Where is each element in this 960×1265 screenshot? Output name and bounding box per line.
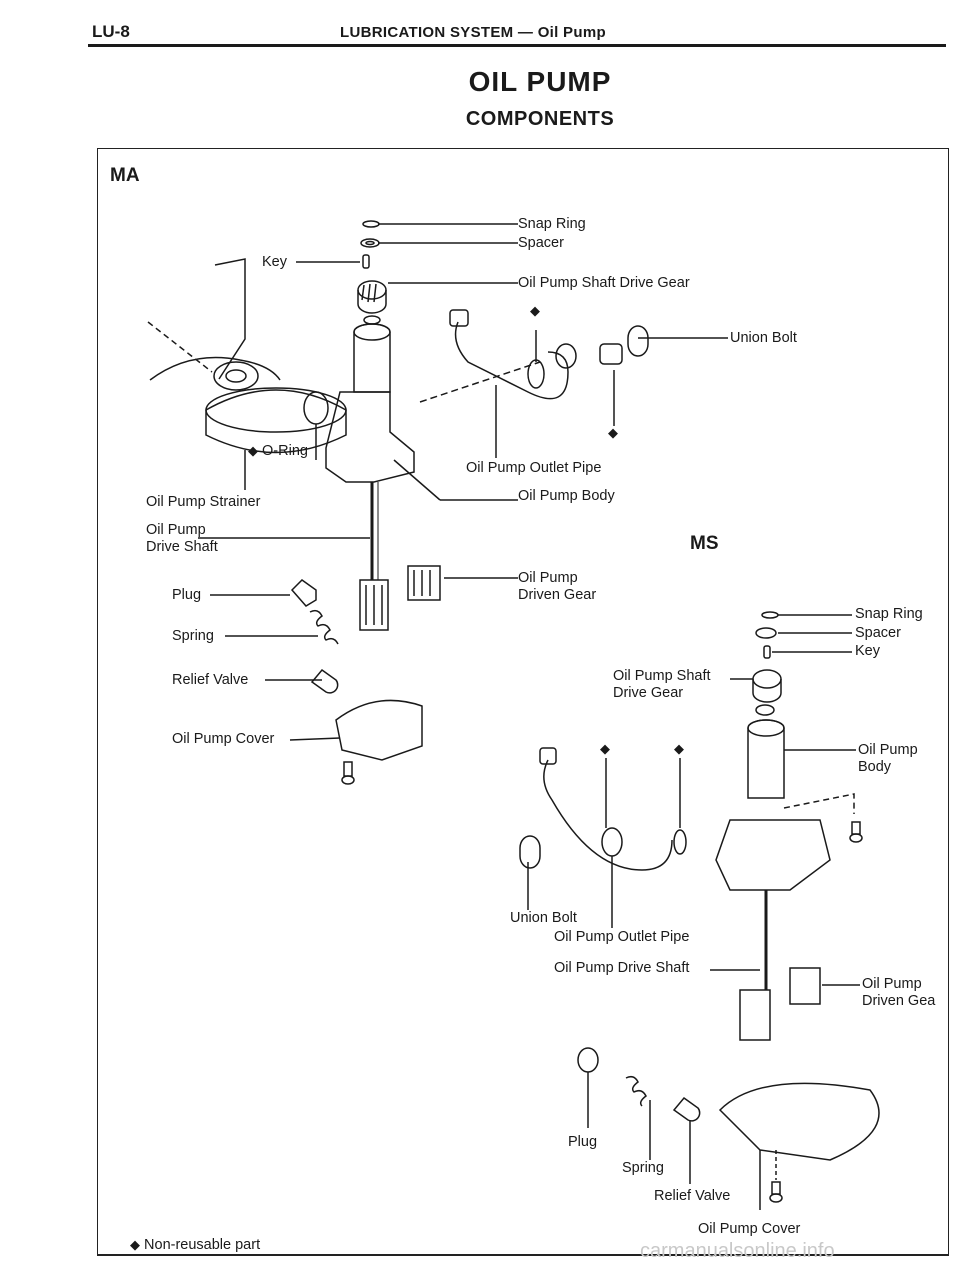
- ms-spring-label: Spring: [622, 1160, 664, 1176]
- ms-spacer-label: Spacer: [855, 625, 901, 641]
- ms-driven-gear-label-1: Oil Pump: [862, 976, 922, 992]
- ma-driven-gear-shape: [407, 565, 441, 601]
- nonreusable-icon: ◆: [130, 1237, 140, 1252]
- section-ms-label: MS: [690, 533, 719, 554]
- ma-gear-1: [359, 579, 389, 631]
- ms-body-upper: [747, 719, 785, 799]
- watermark: carmanualsonline.info: [640, 1240, 835, 1262]
- page-title: OIL PUMP: [468, 66, 612, 97]
- ms-outlet-pipe-shape: [543, 759, 673, 871]
- ma-union-bolt-label: Union Bolt: [730, 330, 797, 346]
- ms-key-shape: [763, 645, 771, 659]
- ma-key-label: Key: [262, 254, 287, 270]
- ma-driven-gear-label-2: Driven Gear: [518, 587, 597, 603]
- ms-outlet-pipe-label: Oil Pump Outlet Pipe: [554, 929, 690, 945]
- ma-outlet-pipe-label: Oil Pump Outlet Pipe: [466, 460, 602, 476]
- ma-union-bolt-shape: [627, 325, 649, 357]
- section-heading: LUBRICATION SYSTEM — Oil Pump: [340, 24, 606, 41]
- ma-snap-ring-label: Snap Ring: [518, 216, 586, 232]
- ma-key-shape: [362, 254, 370, 269]
- ma-cover-shape: [335, 699, 423, 761]
- ma-nonreusable-marker-2: ◆: [608, 425, 618, 440]
- ms-body-lower: [715, 819, 831, 891]
- ma-spacer-label: Spacer: [518, 235, 564, 251]
- ms-body-label-2: Body: [858, 759, 892, 775]
- legend-text: Non-reusable part: [144, 1237, 261, 1253]
- ms-gear-1: [739, 989, 771, 1041]
- ma-strainer-bracket: [214, 258, 246, 380]
- ms-spacer-shape: [755, 627, 777, 639]
- ms-union-bolt-shape: [519, 835, 541, 869]
- ms-snap-ring-label: Snap Ring: [855, 606, 923, 622]
- ma-plug-shape: [290, 579, 317, 607]
- ma-strainer-shape: [205, 389, 347, 454]
- ma-drive-shaft-label-1: Oil Pump: [146, 522, 206, 538]
- ma-spring-shape: [309, 609, 339, 645]
- ma-o-ring-text: O-Ring: [262, 443, 308, 459]
- ma-drive-shaft-label-2: Drive Shaft: [146, 539, 218, 555]
- diagram-frame: [97, 148, 949, 1256]
- ms-drive-gear-label-1: Oil Pump Shaft: [613, 668, 711, 684]
- ms-body-label-1: Oil Pump: [858, 742, 918, 758]
- ma-body-upper: [353, 323, 391, 393]
- ms-key-label: Key: [855, 643, 880, 659]
- section-ma-label: MA: [110, 165, 140, 186]
- ma-spring-label: Spring: [172, 628, 214, 644]
- ma-body-label: Oil Pump Body: [518, 488, 615, 504]
- ma-strainer-label: Oil Pump Strainer: [146, 494, 261, 510]
- ma-nonreusable-marker-1: ◆: [530, 303, 540, 318]
- ma-outlet-pipe-shape: [454, 321, 569, 400]
- ms-drive-gear-shape: [752, 669, 782, 689]
- header-rule: [88, 44, 946, 47]
- ms-relief-valve-label: Relief Valve: [654, 1188, 731, 1204]
- ma-relief-valve-shape: [310, 668, 339, 694]
- ma-drive-gear-label: Oil Pump Shaft Drive Gear: [518, 275, 690, 291]
- ms-drive-gear-label-2: Drive Gear: [613, 685, 684, 701]
- ms-drive-shaft-label: Oil Pump Drive Shaft: [554, 960, 690, 976]
- ms-union-bolt-label: Union Bolt: [510, 910, 577, 926]
- ma-cover-label: Oil Pump Cover: [172, 731, 275, 747]
- ms-nonreusable-marker-1: ◆: [600, 741, 610, 756]
- ms-plug-label: Plug: [568, 1134, 598, 1150]
- ma-relief-valve-label: Relief Valve: [172, 672, 249, 688]
- ma-driven-gear-label-1: Oil Pump: [518, 570, 578, 586]
- ma-spacer-shape: [360, 238, 380, 248]
- ms-nonreusable-marker-2: ◆: [674, 741, 684, 756]
- ms-relief-valve-shape: [672, 1096, 701, 1122]
- legend-note: ◆ Non-reusable part: [130, 1237, 260, 1253]
- ms-cover-label: Oil Pump Cover: [698, 1221, 801, 1237]
- ms-cover-shape: [718, 1082, 880, 1161]
- ms-snap-ring-shape: [761, 611, 779, 619]
- page-subtitle: COMPONENTS: [465, 108, 615, 130]
- ms-driven-gear-label-2: Driven Gea: [862, 993, 936, 1009]
- ma-plug-label: Plug: [172, 587, 202, 603]
- ma-body-lower: [325, 391, 415, 483]
- ma-o-ring-label: ◆ O-Ring: [248, 442, 308, 460]
- page-code: LU-8: [92, 22, 130, 41]
- ms-driven-gear-shape: [789, 967, 821, 1005]
- nonreusable-icon: ◆: [248, 443, 258, 458]
- ms-plug-shape: [577, 1047, 599, 1073]
- ma-snap-ring-shape: [362, 220, 380, 228]
- ms-spring-shape: [625, 1075, 647, 1107]
